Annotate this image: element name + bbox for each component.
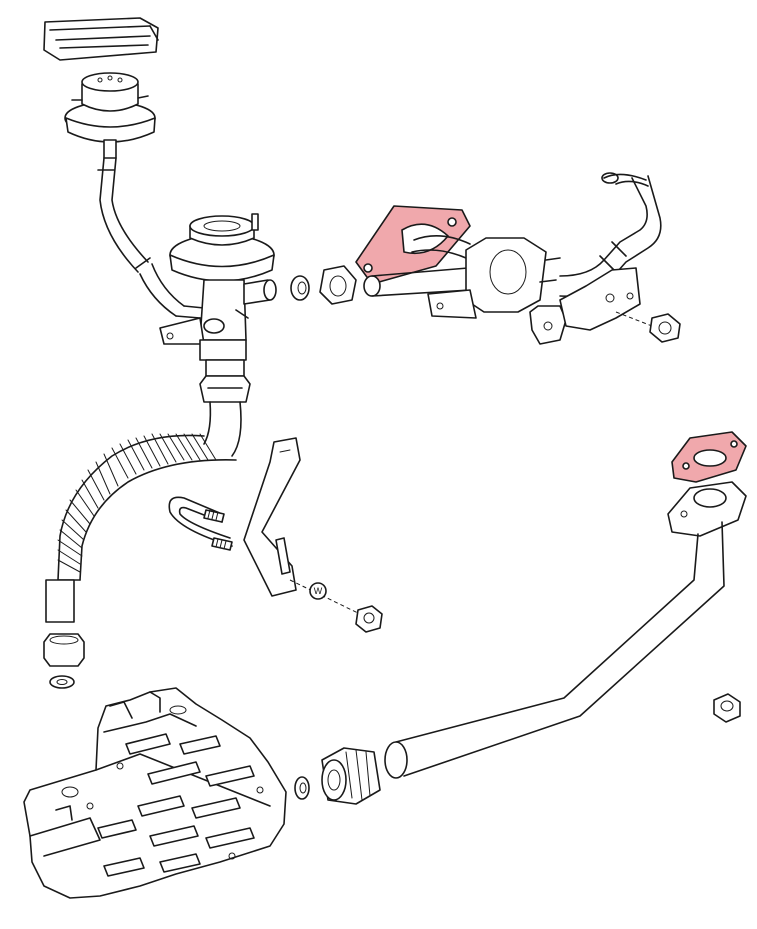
vacuum-pipe-upper-right[interactable] [559,172,662,331]
u-bolt[interactable] [168,496,233,551]
pipe-gasket-highlighted[interactable] [671,431,747,483]
egr-pipe-upper[interactable] [363,235,567,345]
washer-marker: W [309,582,327,600]
hex-nut-upper-right[interactable] [649,313,681,343]
hex-nut-middle[interactable] [355,605,383,633]
corrugated-hose[interactable] [45,359,251,623]
pipe-union-fitting[interactable] [321,747,381,805]
intake-manifold[interactable] [23,687,287,899]
union-nut[interactable] [319,265,357,305]
hex-nut-lower-right[interactable] [713,693,741,723]
o-ring-small[interactable] [290,275,310,301]
egr-pipe-lower[interactable] [384,481,747,779]
egr-valve[interactable] [159,213,277,361]
flange-gasket-highlighted[interactable] [355,205,471,285]
hose-clamp[interactable] [43,17,159,61]
hose-fitting-nut[interactable] [43,633,85,667]
vacuum-control-valve[interactable] [64,72,156,159]
sealing-washer-left[interactable] [49,675,75,689]
mounting-bracket[interactable] [243,437,361,615]
washer-marker-label: W [314,586,323,596]
vacuum-hose[interactable] [97,157,205,319]
o-ring-lower[interactable] [294,776,310,800]
